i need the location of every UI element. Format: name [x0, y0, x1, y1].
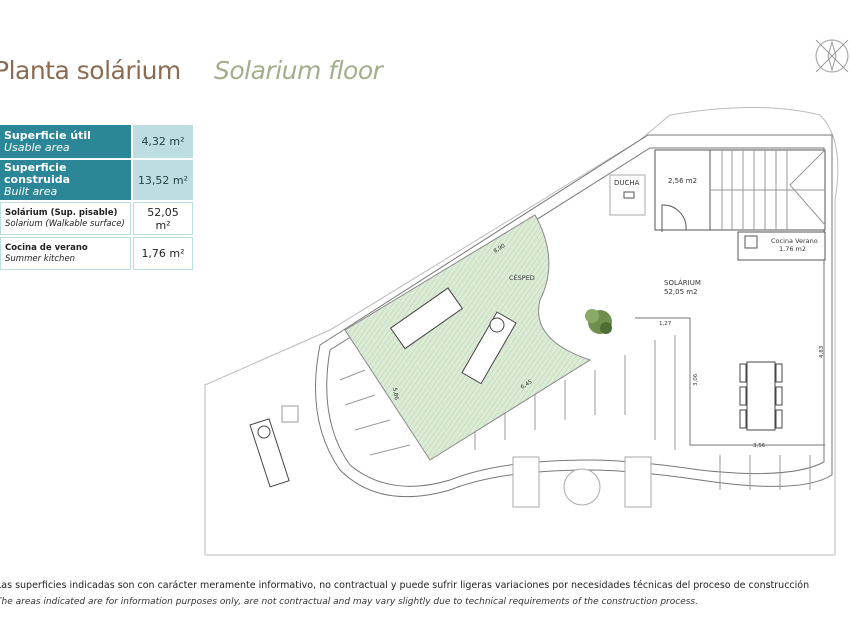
dining-table [746, 361, 776, 431]
dimension-label: 3,56 [753, 443, 766, 449]
label-en: Usable area [4, 140, 70, 154]
area-value: 4,32 m² [133, 125, 193, 158]
cesped-label: CÉSPED [509, 273, 535, 282]
dimension-label: 4,83 [819, 345, 825, 358]
solarium-area-label: 52,05 m2 [664, 288, 698, 296]
label-es: Cocina de verano [5, 242, 88, 253]
area-value: 52,05 m² [133, 202, 193, 235]
plot-outline [204, 107, 839, 556]
label-es: Superficie construida [4, 161, 71, 186]
kitchen-name-label: Cocina Verano [771, 237, 818, 245]
lawn-area [344, 214, 592, 461]
area-value: 1,76 m² [133, 237, 193, 270]
disclaimer-es: Las superficies indicadas son con caráct… [0, 580, 810, 591]
dimension-label: 6,45 [520, 379, 534, 391]
dimension-label: 5,86 [391, 387, 399, 401]
kitchen-area-label: 1,76 m2 [779, 245, 806, 253]
dimension-label: 3,06 [693, 373, 699, 386]
page-title-en: Solarium floor [214, 56, 383, 85]
label-en: Solarium (Walkable surface) [5, 218, 125, 229]
area-value: 13,52 m² [133, 160, 193, 200]
label-es: Superficie útil [4, 128, 91, 142]
label-es: Solárium (Sup. pisable) [5, 207, 118, 218]
room-area-label: 2,56 m2 [668, 177, 697, 185]
solarium-name-label: SOLÁRIUM [664, 278, 701, 287]
disclaimer-en: The areas indicated are for information … [0, 597, 698, 607]
tree-icon [585, 309, 612, 334]
dimension-label: 1,27 [659, 321, 672, 327]
ducha-label: DUCHA [614, 179, 640, 187]
compass-icon [815, 39, 849, 73]
table-row: Solárium (Sup. pisable)Solarium (Walkabl… [0, 202, 193, 235]
label-en: Summer kitchen [5, 253, 76, 264]
dimension-label: 8,90 [493, 243, 507, 255]
area-label: Solárium (Sup. pisable)Solarium (Walkabl… [0, 202, 131, 235]
label-en: Built area [4, 185, 58, 198]
lounger [389, 287, 464, 350]
page-title-es: Planta solárium [0, 56, 181, 85]
